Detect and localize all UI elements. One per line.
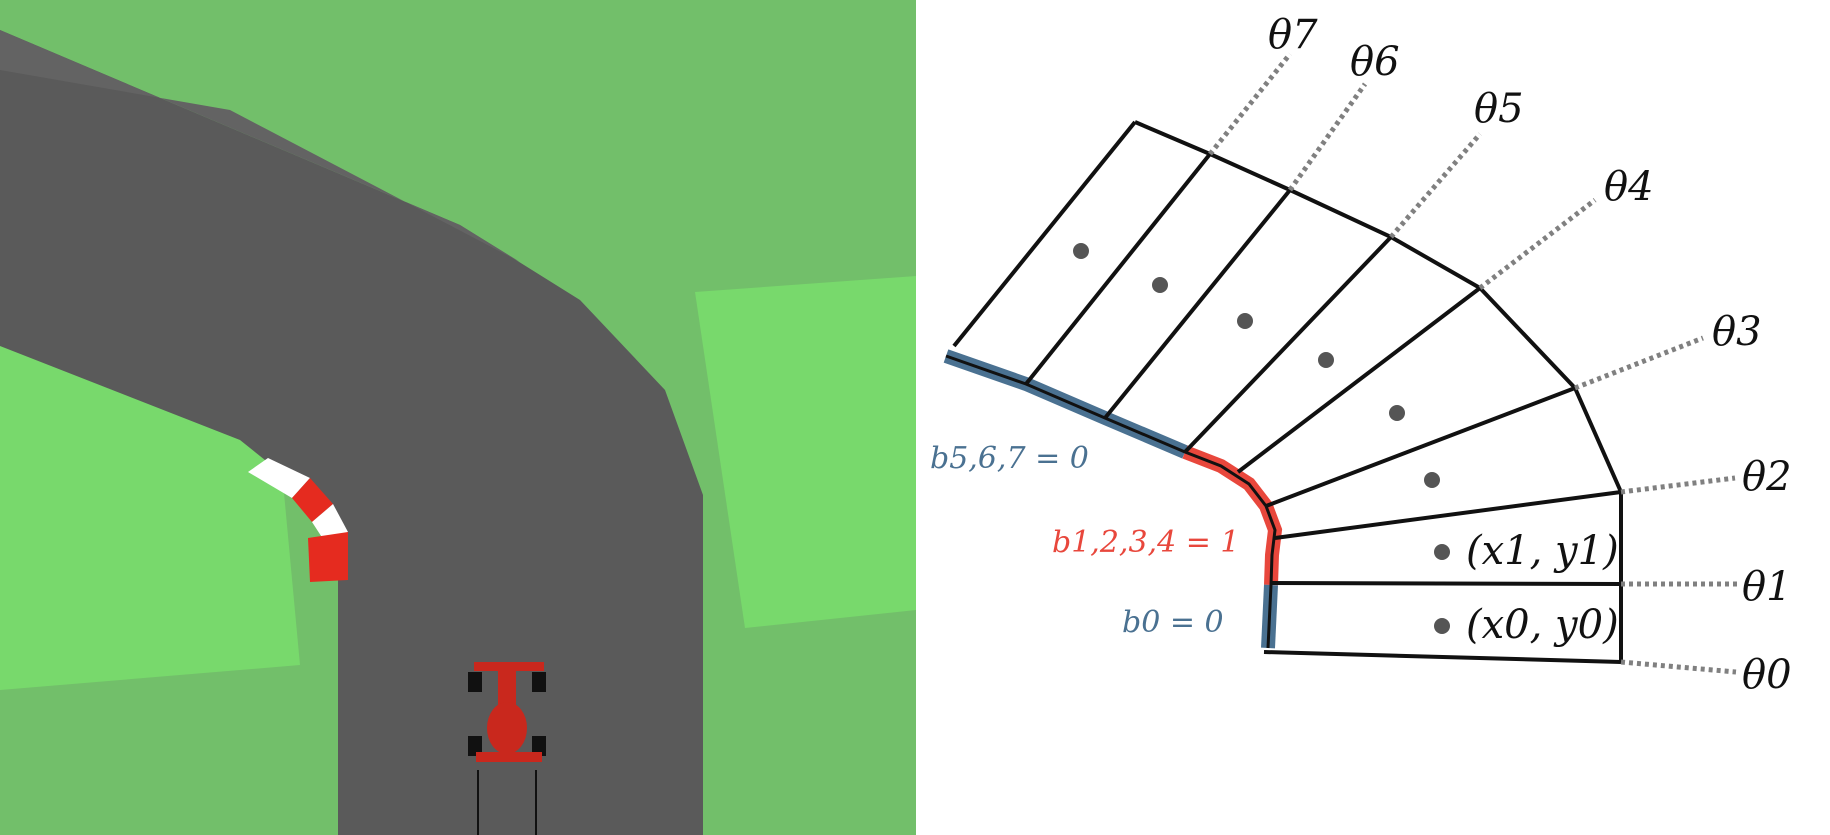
- segment-center-point: [1073, 243, 1089, 259]
- theta-label-6: θ6: [1350, 39, 1400, 85]
- car-rear-wing: [476, 752, 542, 762]
- theta-guide-lines: [1208, 52, 1740, 675]
- guide-theta7: [1208, 52, 1292, 156]
- guide-theta0: [1620, 659, 1737, 675]
- segment-edge-theta7: [1024, 152, 1212, 386]
- car-tire: [532, 736, 546, 756]
- segment-edge-theta3: [1265, 386, 1576, 508]
- segment-center-point: [1237, 313, 1253, 329]
- theta-label-7: θ7: [1268, 12, 1318, 58]
- segment-center-point: [1389, 405, 1405, 421]
- track-asphalt: [0, 30, 703, 835]
- guide-theta4: [1478, 198, 1597, 290]
- segment-center-point: [1318, 352, 1334, 368]
- boundary-label-b1234: b1,2,3,4 = 1: [1052, 525, 1239, 560]
- segment-edge-theta6: [1103, 188, 1292, 420]
- segment-edge-theta2: [1274, 490, 1622, 540]
- theta-label-0: θ0: [1742, 652, 1792, 698]
- segment-center-point: [1152, 277, 1168, 293]
- track-render-panel: [0, 0, 916, 835]
- car-tire: [468, 736, 482, 756]
- inner-boundary-line: [945, 354, 1277, 649]
- track-shade: [0, 30, 520, 262]
- grass-patch-right: [695, 276, 916, 628]
- segment-center-point: [1424, 472, 1440, 488]
- theta-label-2: θ2: [1742, 454, 1792, 500]
- car-chassis: [487, 702, 527, 754]
- theta-label-3: θ3: [1712, 309, 1762, 355]
- car-tire: [532, 672, 546, 692]
- segment-edge-theta0: [1263, 650, 1622, 664]
- segment-edges: [952, 120, 1622, 664]
- theta-label-5: θ5: [1474, 86, 1524, 132]
- segment-edge-start: [952, 120, 1137, 348]
- car-nose: [498, 668, 516, 708]
- segment-diagram-panel: (x0, y0) (x1, y1) θ0 θ1 θ2 θ3 θ4 θ5 θ6 θ…: [916, 0, 1830, 835]
- segment-diagram: (x0, y0) (x1, y1) θ0 θ1 θ2 θ3 θ4 θ5 θ6 θ…: [930, 12, 1792, 698]
- curb-red-segment: [308, 532, 348, 582]
- segment-center-points: [1073, 243, 1450, 634]
- curb-red-segment: [292, 478, 333, 522]
- race-car-icon: [468, 662, 546, 835]
- segment-edge-theta4: [1236, 286, 1482, 474]
- segment-edge-theta1: [1270, 581, 1622, 586]
- point-label-x0y0: (x0, y0): [1466, 602, 1619, 648]
- guide-theta6: [1287, 82, 1368, 192]
- curb-white-segment: [312, 504, 348, 542]
- red-white-curb-icon: [248, 458, 348, 582]
- guide-theta3: [1574, 335, 1704, 391]
- car-tire: [468, 672, 482, 692]
- boundary-label-b567: b5,6,7 = 0: [930, 441, 1089, 476]
- track-scene: [0, 0, 916, 835]
- guide-theta2: [1620, 475, 1736, 495]
- segment-center-point: [1434, 544, 1450, 560]
- car-front-wing: [474, 662, 544, 671]
- segment-edge-theta5: [1183, 235, 1393, 454]
- theta-label-1: θ1: [1742, 564, 1792, 610]
- guide-theta5: [1389, 132, 1482, 239]
- point-label-x1y1: (x1, y1): [1466, 528, 1619, 574]
- theta-label-4: θ4: [1604, 164, 1654, 210]
- curb-white-segment: [248, 458, 310, 498]
- outer-boundary-line: [1134, 120, 1623, 662]
- segment-center-point: [1434, 618, 1450, 634]
- boundary-label-b0: b0 = 0: [1122, 605, 1224, 640]
